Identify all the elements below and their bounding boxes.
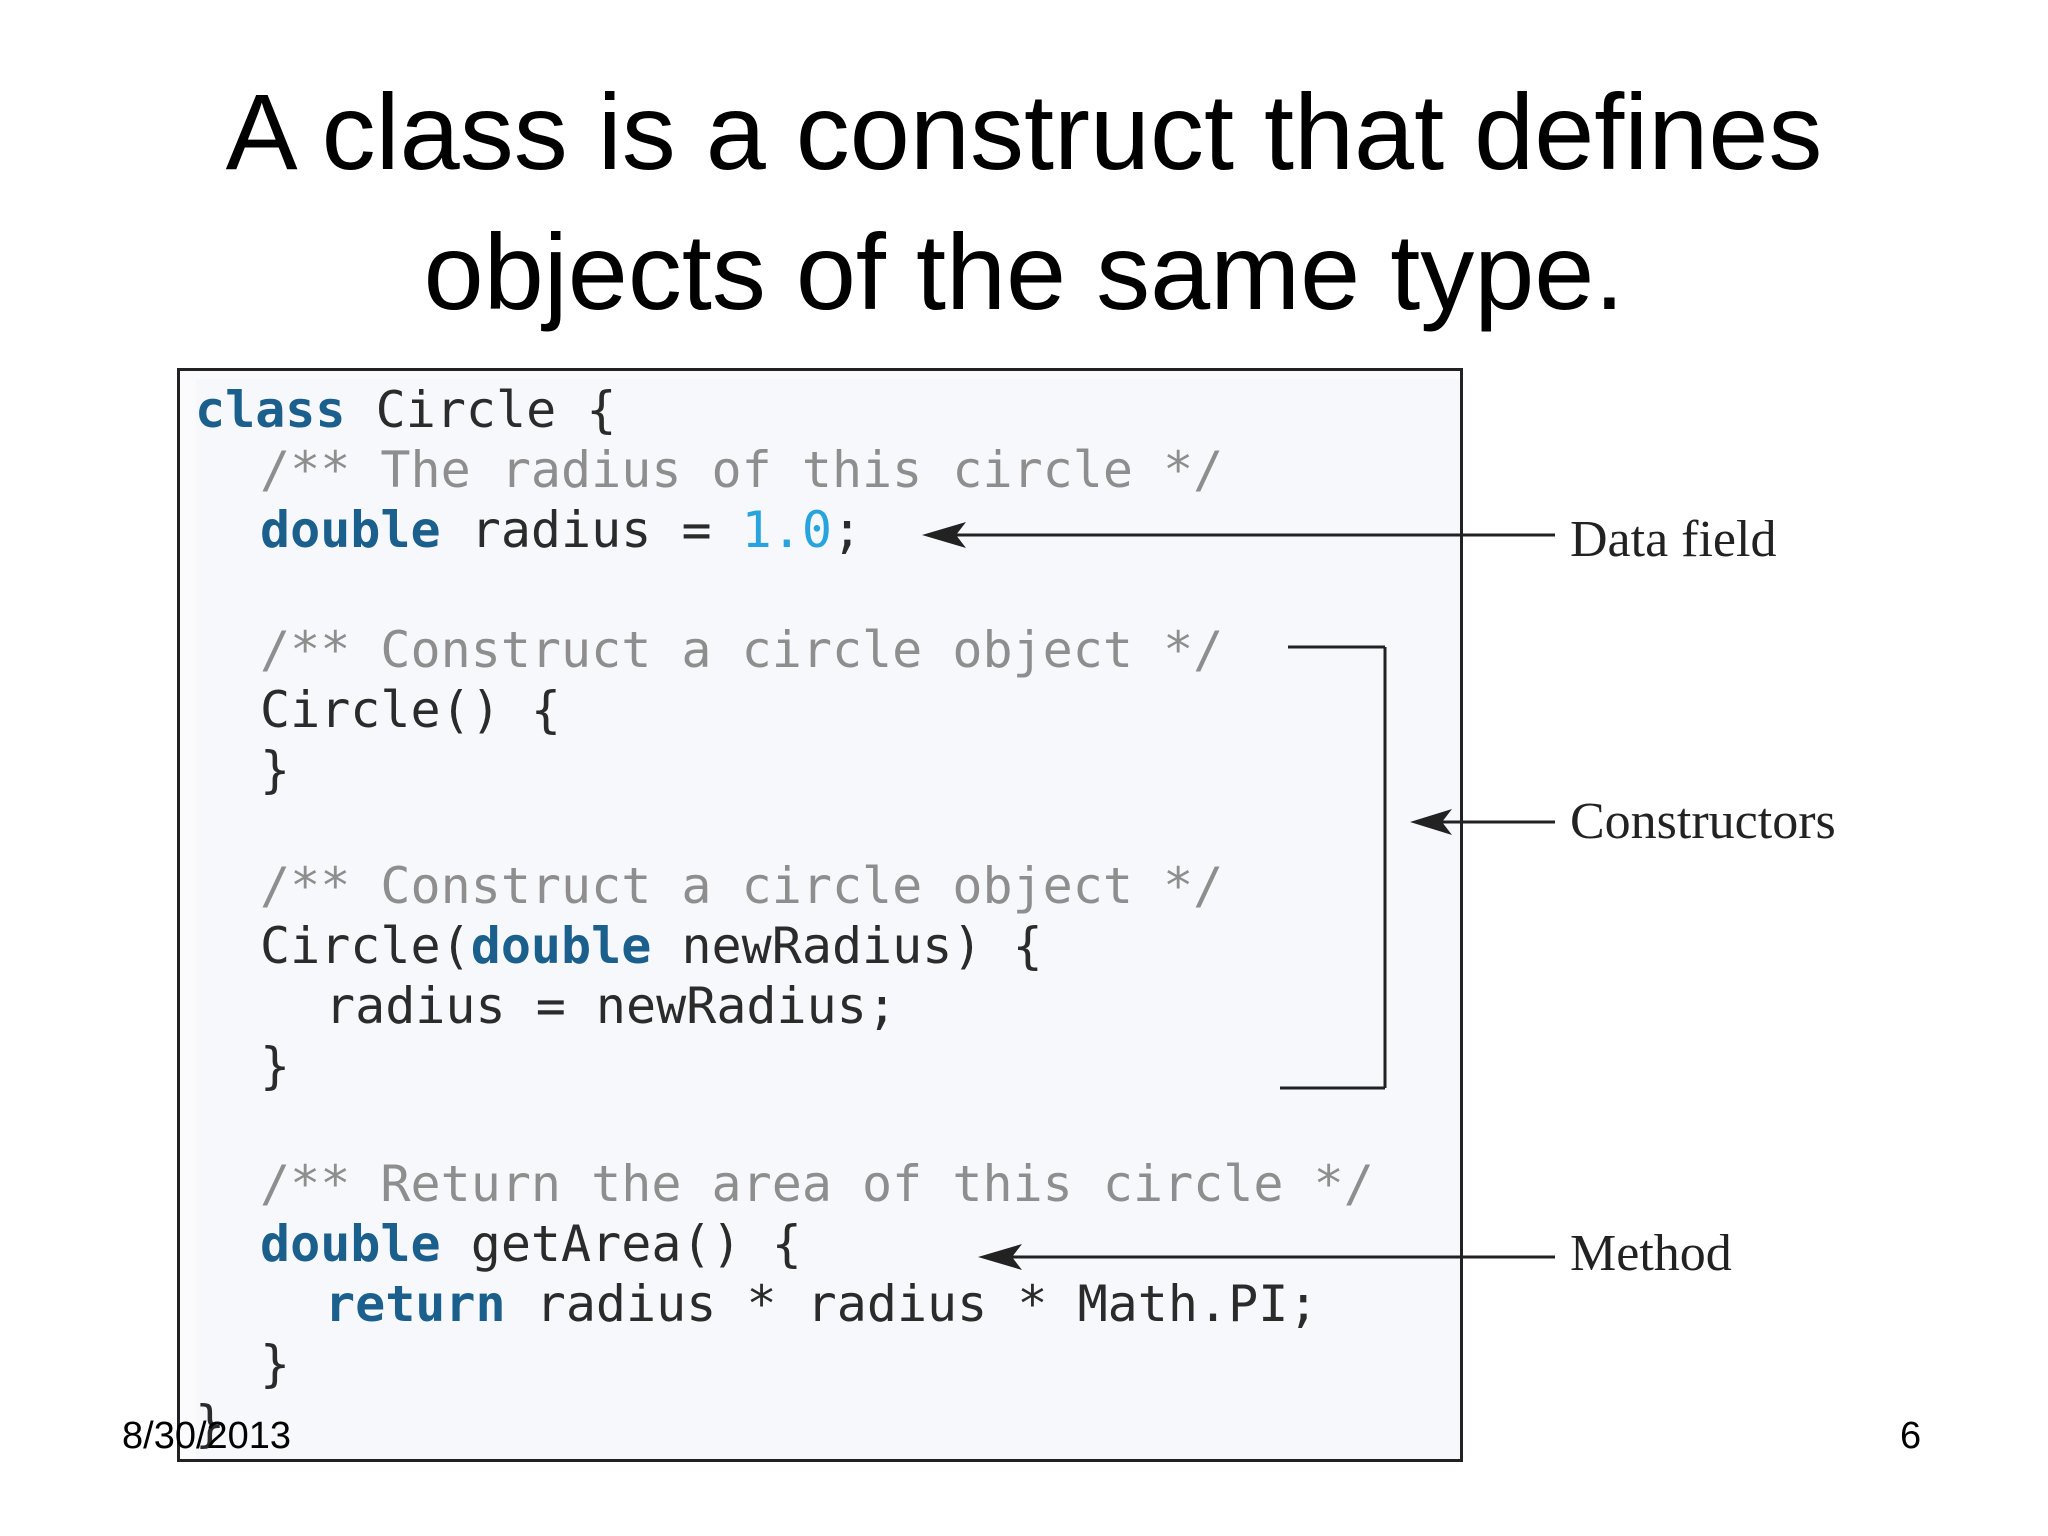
code-text: radius * radius * Math.PI; <box>505 1275 1319 1333</box>
code-text: ; <box>831 501 863 559</box>
code-text: radius = <box>440 501 742 559</box>
code-line-constructor-comment-1: /** Construct a circle object */ <box>260 620 1223 680</box>
number-literal: 1.0 <box>741 501 832 559</box>
code-line-method-comment: /** Return the area of this circle */ <box>260 1154 1374 1214</box>
code-comment: /** Construct a circle object */ <box>260 621 1224 679</box>
code-line-return-statement: return radius * radius * Math.PI; <box>325 1274 1318 1334</box>
code-line-close-brace: } <box>260 740 290 800</box>
data-field-label: Data field <box>1570 511 1777 568</box>
code-comment: /** Return the area of this circle */ <box>260 1155 1374 1213</box>
code-text: Circle { <box>345 381 617 439</box>
code-line-radius-comment: /** The radius of this circle */ <box>260 440 1223 500</box>
code-line-getarea-method: double getArea() { <box>260 1214 802 1274</box>
code-text: newRadius) { <box>651 917 1043 975</box>
title-line-1: A class is a construct that defines <box>225 71 1823 192</box>
code-text: } <box>195 1395 226 1453</box>
keyword: double <box>260 501 441 559</box>
code-text: Circle() { <box>260 681 562 739</box>
keyword: double <box>260 1215 441 1273</box>
slide-title: A class is a construct that defines obje… <box>0 62 2048 342</box>
code-line-default-constructor: Circle() { <box>260 680 561 740</box>
code-text: radius = newRadius; <box>325 977 897 1035</box>
slide-page-number: 6 <box>1900 1415 1922 1457</box>
code-comment: /** Construct a circle object */ <box>260 857 1224 915</box>
code-line-param-constructor: Circle(double newRadius) { <box>260 916 1043 976</box>
code-comment: /** The radius of this circle */ <box>260 441 1224 499</box>
keyword: double <box>470 917 652 975</box>
code-line-class-close-brace: } <box>195 1394 225 1454</box>
code-text: getArea() { <box>440 1215 802 1273</box>
code-text: } <box>260 741 291 799</box>
keyword: class <box>195 381 346 439</box>
code-text: } <box>260 1335 291 1393</box>
constructors-label: Constructors <box>1570 793 1836 850</box>
code-line-radius-field: double radius = 1.0; <box>260 500 862 560</box>
keyword: return <box>325 1275 506 1333</box>
slide-date: 8/30/2013 <box>122 1415 292 1457</box>
code-background <box>196 379 1460 1459</box>
code-listing <box>177 368 1463 1462</box>
code-line-constructor-comment-2: /** Construct a circle object */ <box>260 856 1223 916</box>
code-line-close-brace: } <box>260 1334 290 1394</box>
method-label: Method <box>1570 1225 1732 1282</box>
code-text: } <box>260 1037 291 1095</box>
title-line-2: objects of the same type. <box>423 211 1625 332</box>
code-text: Circle( <box>260 917 471 975</box>
code-line-assign-radius: radius = newRadius; <box>325 976 897 1036</box>
code-line-close-brace: } <box>260 1036 290 1096</box>
code-line-class-declaration: class Circle { <box>195 380 616 440</box>
